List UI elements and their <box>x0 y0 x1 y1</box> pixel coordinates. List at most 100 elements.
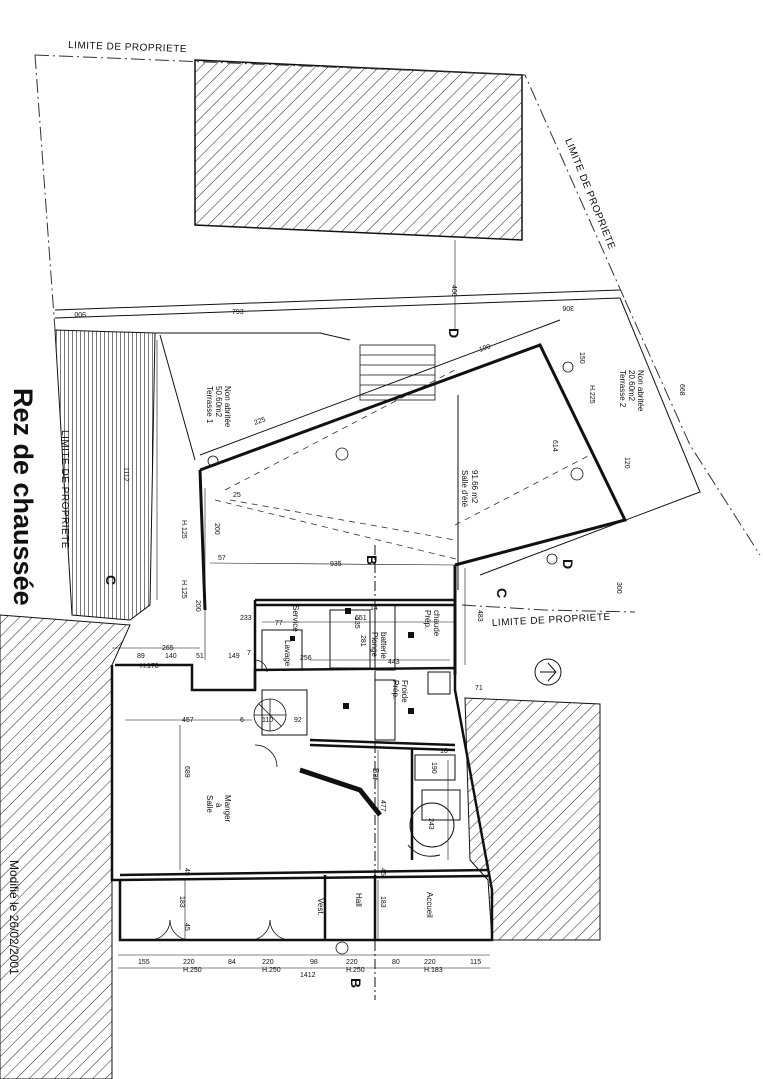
dimension-labels: 793 900 306 400 1112 668 300 935 651 443… <box>74 285 685 931</box>
svg-text:50.60m2: 50.60m2 <box>214 386 223 418</box>
svg-text:Prép.: Prép. <box>423 610 432 629</box>
svg-text:225: 225 <box>253 416 266 427</box>
svg-text:300: 300 <box>615 582 622 594</box>
equipment-markers <box>290 608 414 714</box>
svg-text:1112: 1112 <box>122 467 129 482</box>
svg-text:H.183: H.183 <box>424 967 443 974</box>
svg-text:135: 135 <box>353 617 360 629</box>
svg-text:51: 51 <box>196 653 204 660</box>
svg-text:457: 457 <box>182 717 194 724</box>
svg-text:150: 150 <box>578 352 585 364</box>
section-d-right: D <box>560 559 576 569</box>
svg-text:45: 45 <box>183 868 190 876</box>
svg-text:89: 89 <box>137 653 145 660</box>
section-b-bottom: B <box>348 978 364 988</box>
room-accueil: Accueil <box>425 892 434 918</box>
svg-text:140: 140 <box>165 653 177 660</box>
svg-text:45: 45 <box>183 923 190 931</box>
svg-text:668: 668 <box>678 384 685 396</box>
svg-text:92: 92 <box>294 717 302 724</box>
neighbour-building-right <box>464 697 601 941</box>
svg-text:71: 71 <box>475 685 483 692</box>
room-service: Service <box>291 605 300 632</box>
svg-text:220: 220 <box>262 959 274 966</box>
svg-text:614: 614 <box>551 440 558 452</box>
svg-text:6: 6 <box>240 717 244 724</box>
room-bar: Bar <box>371 768 380 781</box>
section-d-top: D <box>446 328 462 338</box>
svg-text:200: 200 <box>213 523 220 535</box>
svg-text:à: à <box>214 803 223 808</box>
svg-text:Prép.: Prép. <box>391 680 400 699</box>
svg-text:483: 483 <box>476 610 483 622</box>
bottom-dimension-chain: 155 220 84 220 98 220 80 220 115 H.250 H… <box>138 959 481 979</box>
room-plonge: Plonge batterie <box>370 632 388 659</box>
svg-text:45: 45 <box>379 868 386 876</box>
svg-text:120: 120 <box>623 457 630 469</box>
room-prep-froide: Prép. Froide <box>391 680 409 703</box>
svg-text:84: 84 <box>228 959 236 966</box>
svg-text:7: 7 <box>247 650 251 657</box>
svg-text:H.250: H.250 <box>346 967 365 974</box>
room-terrasse-2: Terrasse 2 20.60m2 Non abritée <box>618 370 645 412</box>
svg-text:Plonge: Plonge <box>370 632 379 657</box>
property-limit-right: LIMITE DE PROPRIETE <box>562 137 617 251</box>
svg-text:149: 149 <box>228 653 240 660</box>
svg-text:651: 651 <box>355 615 367 622</box>
svg-text:190: 190 <box>430 762 437 774</box>
svg-text:20.60m2: 20.60m2 <box>627 370 636 402</box>
dimension-lines <box>112 240 490 969</box>
svg-text:H.170: H.170 <box>140 663 159 670</box>
property-limit-top: LIMITE DE PROPRIETE <box>68 40 187 55</box>
room-lavage: Lavage <box>283 640 292 667</box>
svg-text:900: 900 <box>74 310 86 317</box>
svg-text:H.125: H.125 <box>180 520 187 539</box>
section-c-left: C <box>103 575 119 585</box>
svg-text:243: 243 <box>427 818 434 830</box>
summer-room-walls <box>198 343 628 675</box>
svg-text:110: 110 <box>262 717 273 724</box>
exterior-steps <box>54 329 156 621</box>
svg-text:Froide: Froide <box>400 680 409 703</box>
svg-text:H.225: H.225 <box>588 385 595 404</box>
svg-text:689: 689 <box>183 766 190 778</box>
svg-text:793: 793 <box>232 309 244 316</box>
svg-text:200: 200 <box>194 600 201 612</box>
svg-text:220: 220 <box>424 959 436 966</box>
page-title: Rez de chaussée <box>8 388 38 606</box>
svg-text:220: 220 <box>183 959 195 966</box>
svg-text:306: 306 <box>562 304 574 311</box>
room-prep-chaude: Prép. chaude <box>423 610 441 637</box>
svg-text:Non abritée: Non abritée <box>636 370 645 412</box>
door-swings <box>149 659 291 941</box>
room-terrasse-1: Terrasse 1 50.60m2 Non abritée <box>205 386 232 428</box>
terrace-outline <box>54 289 701 590</box>
section-markers <box>374 545 376 1000</box>
svg-text:H.250: H.250 <box>183 967 202 974</box>
svg-text:115: 115 <box>470 959 481 966</box>
room-salle-a-manger: Salle à Manger <box>205 795 232 822</box>
svg-text:Salle: Salle <box>205 795 214 813</box>
svg-text:265: 265 <box>162 645 174 652</box>
svg-text:chaude: chaude <box>432 610 441 637</box>
svg-text:77: 77 <box>275 620 283 627</box>
svg-text:Non abritée: Non abritée <box>223 386 232 428</box>
neighbour-building-top <box>194 59 523 241</box>
property-limit-lines <box>34 54 761 613</box>
svg-text:220: 220 <box>346 959 358 966</box>
neighbour-building-left <box>0 614 131 1079</box>
svg-text:100: 100 <box>478 343 491 354</box>
svg-text:H.250: H.250 <box>262 967 281 974</box>
room-vest: Vest. <box>316 898 325 916</box>
svg-text:935: 935 <box>330 561 342 568</box>
dashed-guides <box>214 369 591 561</box>
svg-text:155: 155 <box>138 959 150 966</box>
svg-text:Terrasse 1: Terrasse 1 <box>205 386 214 424</box>
svg-text:183: 183 <box>178 896 185 908</box>
room-hall: Hall <box>354 893 363 907</box>
section-c-right: C <box>494 588 510 598</box>
svg-text:256: 256 <box>300 655 312 662</box>
level-markers <box>207 361 584 955</box>
svg-text:443: 443 <box>388 659 400 666</box>
spiral-stair <box>253 698 287 732</box>
